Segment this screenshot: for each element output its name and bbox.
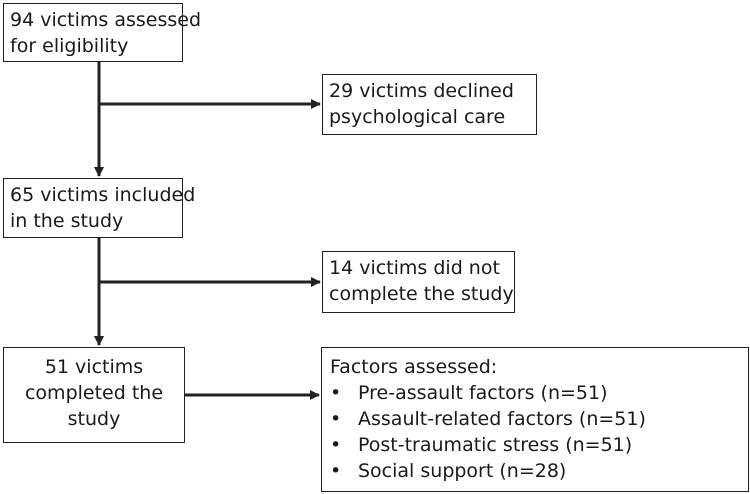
factors-list: • Pre-assault factors (n=51) • Assault-r…: [330, 380, 748, 484]
dropped-box: 14 victims did not complete the study: [322, 251, 515, 313]
factor-item: • Assault-related factors (n=51): [330, 406, 748, 432]
factor-label: Pre-assault factors (n=51): [358, 382, 608, 404]
bullet-icon: •: [330, 408, 342, 430]
assessed-box: 94 victims assessed for eligibility: [3, 3, 202, 62]
assessed-line-2: for eligibility: [10, 35, 129, 57]
included-line-2: in the study: [10, 210, 124, 232]
factors-box: Factors assessed: • Pre-assault factors …: [321, 347, 749, 492]
dropped-line-1: 14 victims did not: [329, 257, 500, 279]
factor-item: • Post-traumatic stress (n=51): [330, 432, 748, 458]
completed-line-2: completed the: [24, 382, 164, 404]
bullet-icon: •: [330, 460, 342, 482]
dropped-line-2: complete the study: [329, 283, 514, 305]
bullet-icon: •: [330, 382, 342, 404]
completed-box: 51 victims completed the study: [3, 347, 185, 443]
completed-line-3: study: [67, 408, 121, 430]
factor-item: • Social support (n=28): [330, 458, 748, 484]
factors-title: Factors assessed:: [330, 356, 498, 378]
included-line-1: 65 victims included: [10, 184, 196, 206]
factor-item: • Pre-assault factors (n=51): [330, 380, 748, 406]
factor-label: Social support (n=28): [358, 460, 567, 482]
bullet-icon: •: [330, 434, 342, 456]
declined-line-1: 29 victims declined: [329, 80, 514, 102]
declined-line-2: psychological care: [329, 106, 506, 128]
assessed-line-1: 94 victims assessed: [10, 9, 202, 31]
declined-box: 29 victims declined psychological care: [322, 74, 537, 135]
included-box: 65 victims included in the study: [3, 178, 196, 238]
completed-line-1: 51 victims: [44, 356, 144, 378]
factor-label: Assault-related factors (n=51): [358, 408, 646, 430]
factor-label: Post-traumatic stress (n=51): [358, 434, 633, 456]
